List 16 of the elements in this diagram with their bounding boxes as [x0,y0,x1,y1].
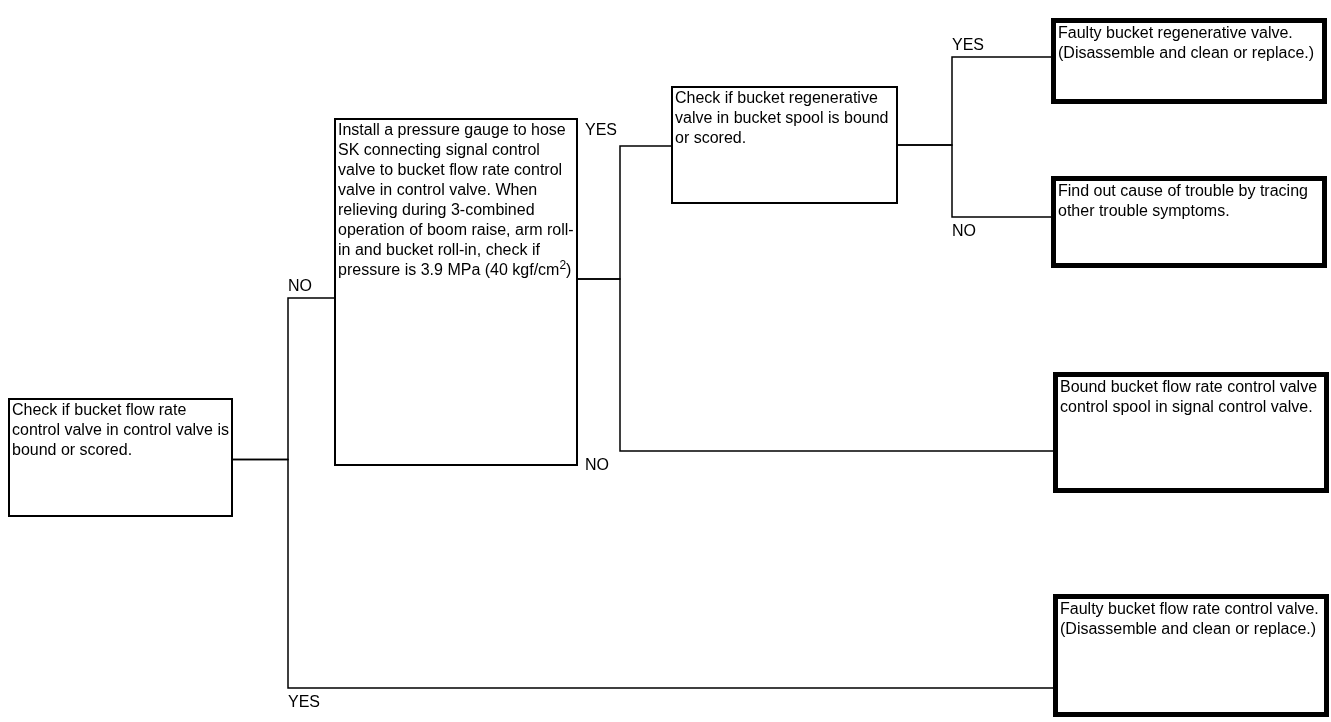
edge-label: NO [585,457,609,473]
result-box: Find out cause of trouble by tracing other trouble symptoms. [1051,176,1327,268]
connector-line [232,458,1054,689]
check-box: Install a pressure gauge to hose SK connecting signal control valve to bucket flow rate control valve in control valve. When relieving during 3-combined operation of boom raise, arm roll-in and bucket roll-in, check if pressure is 3.9 MPa (40 kgf/cm$^{2}$) [334,118,578,466]
result-box: Bound bucket flow rate control valve control spool in signal control valve. [1053,372,1329,493]
result-box: Faulty bucket regenerative valve. (Disassemble and clean or replace.) [1051,18,1327,104]
result-box: Faulty bucket flow rate control valve. (Disassemble and clean or replace.) [1053,594,1329,717]
check-box: Check if bucket regenerative valve in bucket spool is bound or scored. [671,86,898,204]
edge-label: NO [952,223,976,239]
connector-line [897,144,1052,218]
edge-label: YES [585,122,617,138]
edge-label: YES [952,37,984,53]
connector-line [577,278,1054,452]
edge-label: YES [288,694,320,710]
edge-label: NO [288,278,312,294]
check-box: Check if bucket flow rate control valve in control valve is bound or scored. [8,398,233,517]
